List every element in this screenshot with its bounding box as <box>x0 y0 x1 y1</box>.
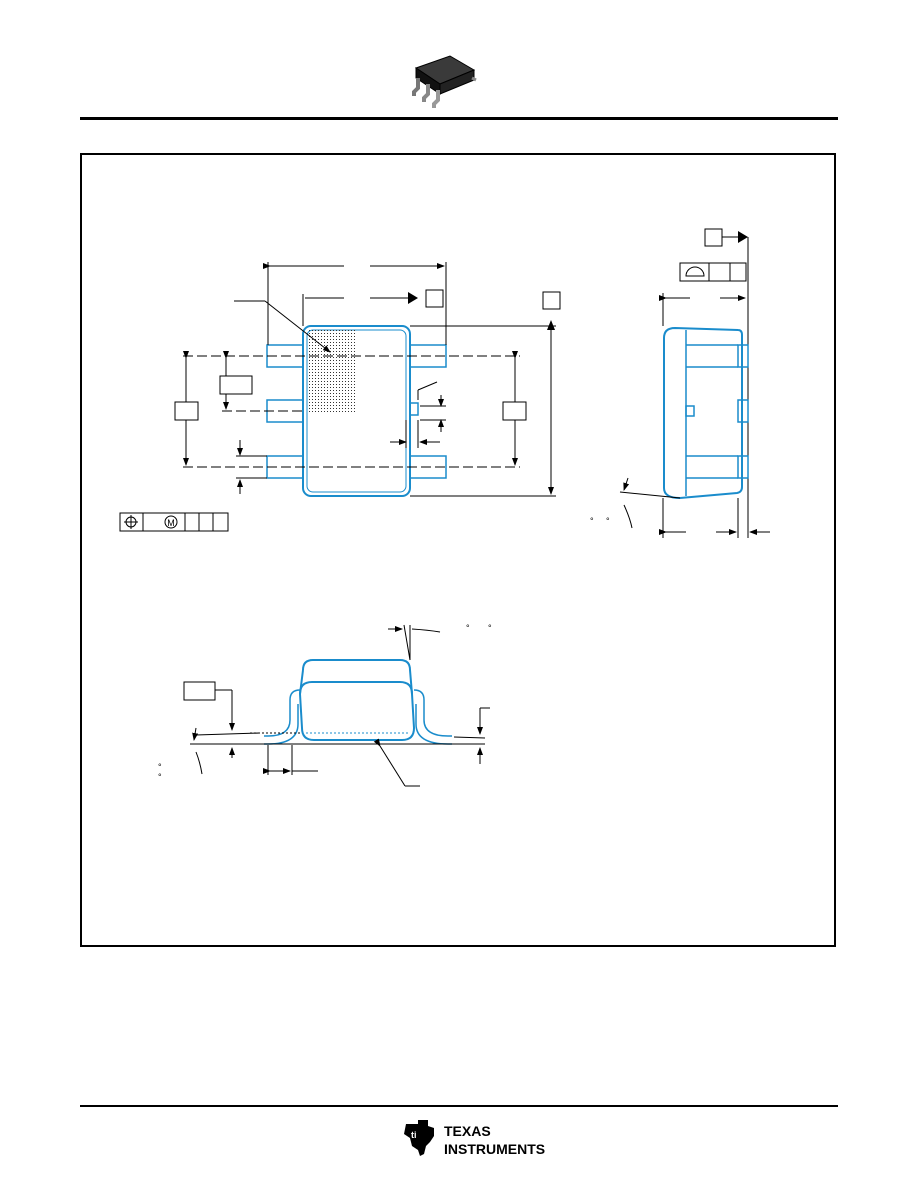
position-tolerance-frame: M <box>119 512 229 532</box>
degree-mark: ° <box>466 623 470 633</box>
svg-text:M: M <box>167 518 175 528</box>
footer-rule <box>80 1105 838 1107</box>
degree-mark: ° <box>488 623 492 633</box>
package-icon <box>412 55 477 108</box>
header-rule <box>80 117 838 120</box>
drawing-frame <box>80 153 836 947</box>
ti-state-icon <box>404 1120 434 1156</box>
pin1-area <box>307 330 355 412</box>
degree-mark: ° <box>590 516 594 526</box>
side-view: ° ° <box>590 228 770 538</box>
degree-mark: ° <box>158 762 162 772</box>
texas-instruments-logo: ti TEXAS INSTRUMENTS <box>404 1120 545 1157</box>
mechanical-drawing: M ° ° <box>119 228 770 787</box>
degree-mark: ° <box>158 772 162 782</box>
logo-line1: TEXAS <box>444 1123 491 1139</box>
degree-mark: ° <box>606 516 610 526</box>
section-detail: ° ° ° ° <box>158 623 492 787</box>
top-view: M <box>119 262 561 532</box>
logo-line2: INSTRUMENTS <box>444 1141 545 1157</box>
svg-text:ti: ti <box>411 1130 417 1140</box>
